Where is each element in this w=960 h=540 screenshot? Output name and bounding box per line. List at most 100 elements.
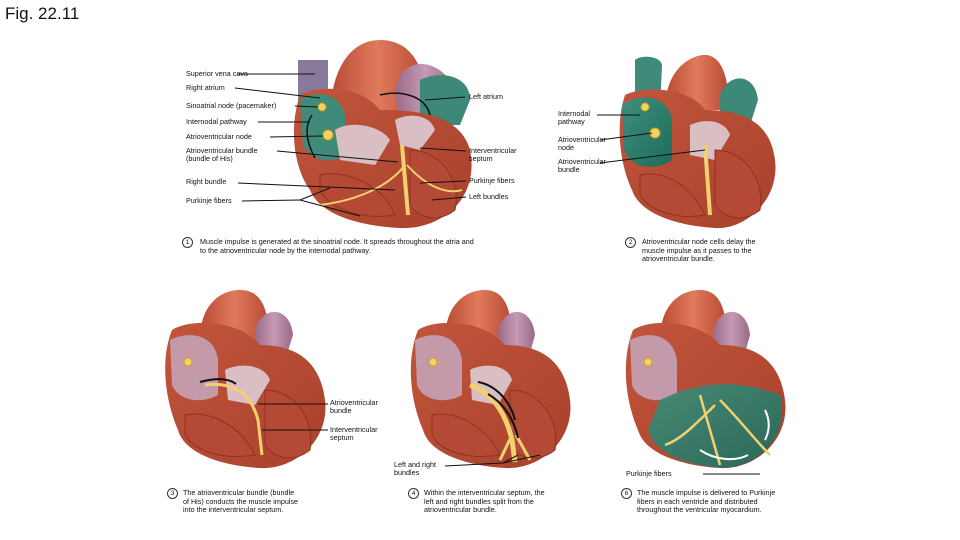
label-av-bundle: Atrioventricular bundle (bundle of His)	[186, 146, 258, 164]
p4-right-atrium-shape	[415, 335, 462, 401]
heart-panel-2	[619, 55, 776, 229]
step-caption-2: Atrioventricular node cells delay the mu…	[642, 237, 802, 264]
p2-sa-node-dot	[640, 102, 650, 112]
step-number-badge: 6	[621, 488, 632, 499]
step-number-badge: 4	[408, 488, 419, 499]
figure-title: Fig. 22.11	[5, 4, 80, 23]
label-av-bundle-line2: (bundle of His)	[186, 154, 233, 164]
right-atrium-teal-shape	[300, 94, 345, 161]
label-septum-line2: septum	[469, 154, 493, 164]
purkinje-left-line	[406, 164, 463, 193]
step-4-line2: left and right bundles split from the	[424, 496, 534, 506]
step-caption-6: The muscle impulse is delivered to Purki…	[637, 488, 817, 515]
p2-right-ventricle-shape	[639, 173, 706, 217]
step-caption-1: Muscle impulse is generated at the sinoa…	[200, 237, 540, 255]
label-p2-av-node-line2: node	[558, 143, 574, 153]
label-p2-internodal-line2: pathway	[558, 117, 585, 127]
left-atrium-top-shape	[420, 75, 470, 125]
label-purkinje-fibers-left: Purkinje fibers	[186, 196, 232, 205]
valve-left-shape	[395, 115, 435, 150]
p6-sa-node-dot	[643, 357, 653, 367]
p4-left-ventricle-shape	[509, 389, 557, 459]
label-p2-av-bundle-line2: bundle	[558, 165, 580, 175]
p3-impulse-arrow	[199, 378, 237, 385]
heart-panel-3	[165, 290, 326, 469]
av-node-dot	[322, 129, 334, 141]
step-1-line1: Muscle impulse is generated at the sinoa…	[200, 237, 474, 246]
p6-right-atrium-shape	[630, 335, 677, 401]
label-av-bundle-line1: Atrioventricular bundle	[186, 146, 258, 155]
p3-right-atrium-shape	[170, 335, 218, 401]
p6-impulse-arrow-1	[699, 449, 749, 461]
left-ventricle-shape	[409, 149, 457, 219]
heart-panel-4	[410, 290, 571, 469]
label-p3-av-bundle-line2: bundle	[330, 406, 352, 416]
label-right-atrium: Right atrium	[186, 83, 225, 92]
label-purkinje-fibers-right: Purkinje fibers	[469, 176, 515, 185]
step-3-line3: into the interventricular septum.	[183, 505, 284, 515]
label-p6-purkinje: Purkinje fibers	[626, 469, 672, 478]
heart-panel-1	[293, 40, 472, 229]
p4-bundle-split	[498, 434, 532, 461]
step-6-line1: The muscle impulse is delivered to Purki…	[637, 488, 776, 497]
p4-right-ventricle-shape	[431, 413, 501, 457]
step-caption-3: The atrioventricular bundle (bundle of H…	[183, 488, 343, 515]
right-ventricle-shape	[319, 173, 396, 217]
label-p2-av-node-line1: Atrioventricular	[558, 135, 606, 144]
step-2-line3: atrioventricular bundle.	[642, 254, 715, 264]
label-p2-av-bundle: Atrioventricular bundle	[558, 157, 606, 175]
label-internodal-pathway: Internodal pathway	[186, 117, 247, 126]
label-sinoatrial-node: Sinoatrial node (pacemaker)	[186, 101, 277, 110]
label-p3-septum: Interventricular septum	[330, 425, 378, 443]
step-caption-4: Within the interventricular septum, the …	[424, 488, 594, 515]
impulse-arrow-2	[379, 92, 431, 116]
label-septum-line1: Interventricular	[469, 146, 517, 155]
label-av-node: Atrioventricular node	[186, 132, 252, 141]
leaders-panel-1	[234, 73, 467, 217]
p2-left-ventricle-shape	[714, 149, 762, 219]
p6-ventricle-teal-shape	[648, 384, 783, 468]
step-number-badge: 1	[182, 237, 193, 248]
label-superior-vena-cava: Superior vena cava	[186, 69, 248, 78]
leaders-panel-4	[444, 454, 541, 467]
p3-right-ventricle-shape	[184, 413, 256, 457]
step-3-line2: of His) conducts the muscle impulse	[183, 496, 299, 506]
step-3-line1: The atrioventricular bundle (bundle	[183, 488, 295, 497]
label-p3-septum-line1: Interventricular	[330, 425, 378, 434]
p2-bundle	[703, 144, 712, 216]
step-2-line1: Atrioventricular node cells delay the	[642, 237, 756, 246]
label-interventricular-septum: Interventricular septum	[469, 146, 517, 164]
step-6-line2: fibers in each ventricle and distributed	[637, 496, 758, 506]
p3-sa-node-dot	[183, 357, 193, 367]
label-p2-internodal-line1: Internodal	[558, 109, 590, 118]
step-4-line3: atrioventricular bundle.	[424, 505, 497, 515]
leaders-panel-3	[258, 403, 328, 431]
impulse-arrow-1	[306, 114, 316, 159]
p6-purkinje-network	[664, 394, 771, 466]
label-p4-bundles-line2: bundles	[394, 468, 420, 478]
valve-right-shape	[335, 124, 390, 165]
label-left-atrium: Left atrium	[469, 92, 503, 101]
step-number-badge: 2	[625, 237, 636, 248]
label-p3-septum-line2: septum	[330, 433, 354, 443]
label-p4-bundles-line1: Left and right	[394, 460, 436, 469]
label-p4-bundles: Left and right bundles	[394, 460, 436, 478]
label-p2-av-node: Atrioventricular node	[558, 135, 606, 153]
step-number-badge: 3	[167, 488, 178, 499]
step-6-line3: throughout the ventricular myocardium.	[637, 505, 762, 515]
heart-panel-6	[625, 290, 786, 469]
step-4-line1: Within the interventricular septum, the	[424, 488, 545, 497]
sa-node-dot	[317, 102, 327, 112]
label-p2-av-bundle-line1: Atrioventricular	[558, 157, 606, 166]
label-p3-av-bundle-line1: Atrioventricular	[330, 398, 378, 407]
leaders-panel-2	[597, 114, 706, 164]
bundle-yellow	[400, 144, 410, 216]
p3-valve-shape	[225, 365, 270, 405]
p6-impulse-arrow-2	[764, 409, 770, 441]
p4-bundle-line	[469, 382, 518, 463]
label-right-bundle: Right bundle	[186, 177, 227, 186]
label-p3-av-bundle: Atrioventricular bundle	[330, 398, 378, 416]
label-left-bundles: Left bundles	[469, 192, 509, 201]
label-p2-internodal: Internodal pathway	[558, 109, 590, 127]
